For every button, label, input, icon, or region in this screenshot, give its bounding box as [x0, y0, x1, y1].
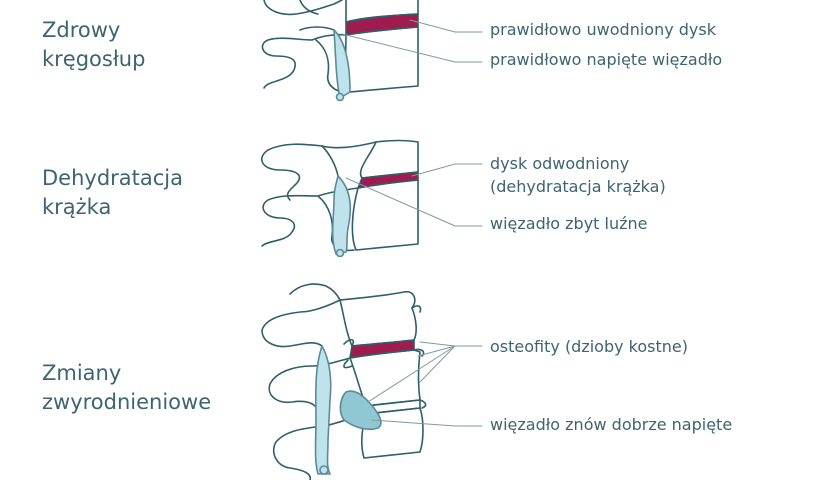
loose-ligament-end — [335, 248, 345, 258]
label-loose-ligament: więzadło zbyt luźne — [490, 214, 648, 233]
tight-ligament — [314, 345, 332, 475]
healthy-spine-illustration — [261, 0, 483, 102]
label-osteophytes: osteofity (dzioby kostne) — [490, 337, 688, 356]
degenerative-spine-illustration — [261, 283, 483, 480]
label-normal-disc: prawidłowo uwodniony dysk — [490, 20, 716, 39]
leader-normal-disc — [409, 19, 483, 33]
label-ligament-tight-again: więzadło znów dobrze napięte — [490, 415, 733, 434]
leader-ligament-tight-again — [371, 419, 483, 427]
healthy-ligament-end — [335, 92, 345, 102]
healthy-disc — [345, 13, 419, 36]
dehydration-spine-illustration — [260, 139, 483, 258]
leader-osteophytes — [367, 341, 483, 403]
stage-title-degenerative-changes: Zmiany zwyrodnieniowe — [42, 361, 212, 414]
leader-normal-ligament — [341, 33, 483, 63]
healthy-posterior-elements — [261, 26, 347, 93]
osteophyte-spurs — [343, 338, 355, 369]
degenerative-top-vertebra — [261, 283, 422, 348]
stage-title-healthy: Zdrowy kręgosłup — [42, 18, 146, 71]
healthy-ligament — [333, 29, 351, 99]
leader-dehydrated-disc — [411, 163, 483, 177]
label-dehydrated-disc: dysk odwodniony (dehydratacja krążka) — [490, 154, 666, 196]
stage-title-disc-dehydration: Dehydratacja krążka — [42, 166, 184, 219]
leader-loose-ligament — [345, 177, 483, 227]
tight-ligament-end — [319, 465, 329, 475]
hypertrophied-ligament-mass — [339, 390, 382, 431]
label-normal-ligament: prawidłowo napięte więzadło — [490, 50, 723, 69]
degenerated-disc — [349, 339, 415, 359]
loose-ligament — [331, 175, 352, 255]
degenerative-bottom-vertebra — [272, 407, 424, 480]
healthy-lower-vertebral-body — [344, 26, 419, 93]
